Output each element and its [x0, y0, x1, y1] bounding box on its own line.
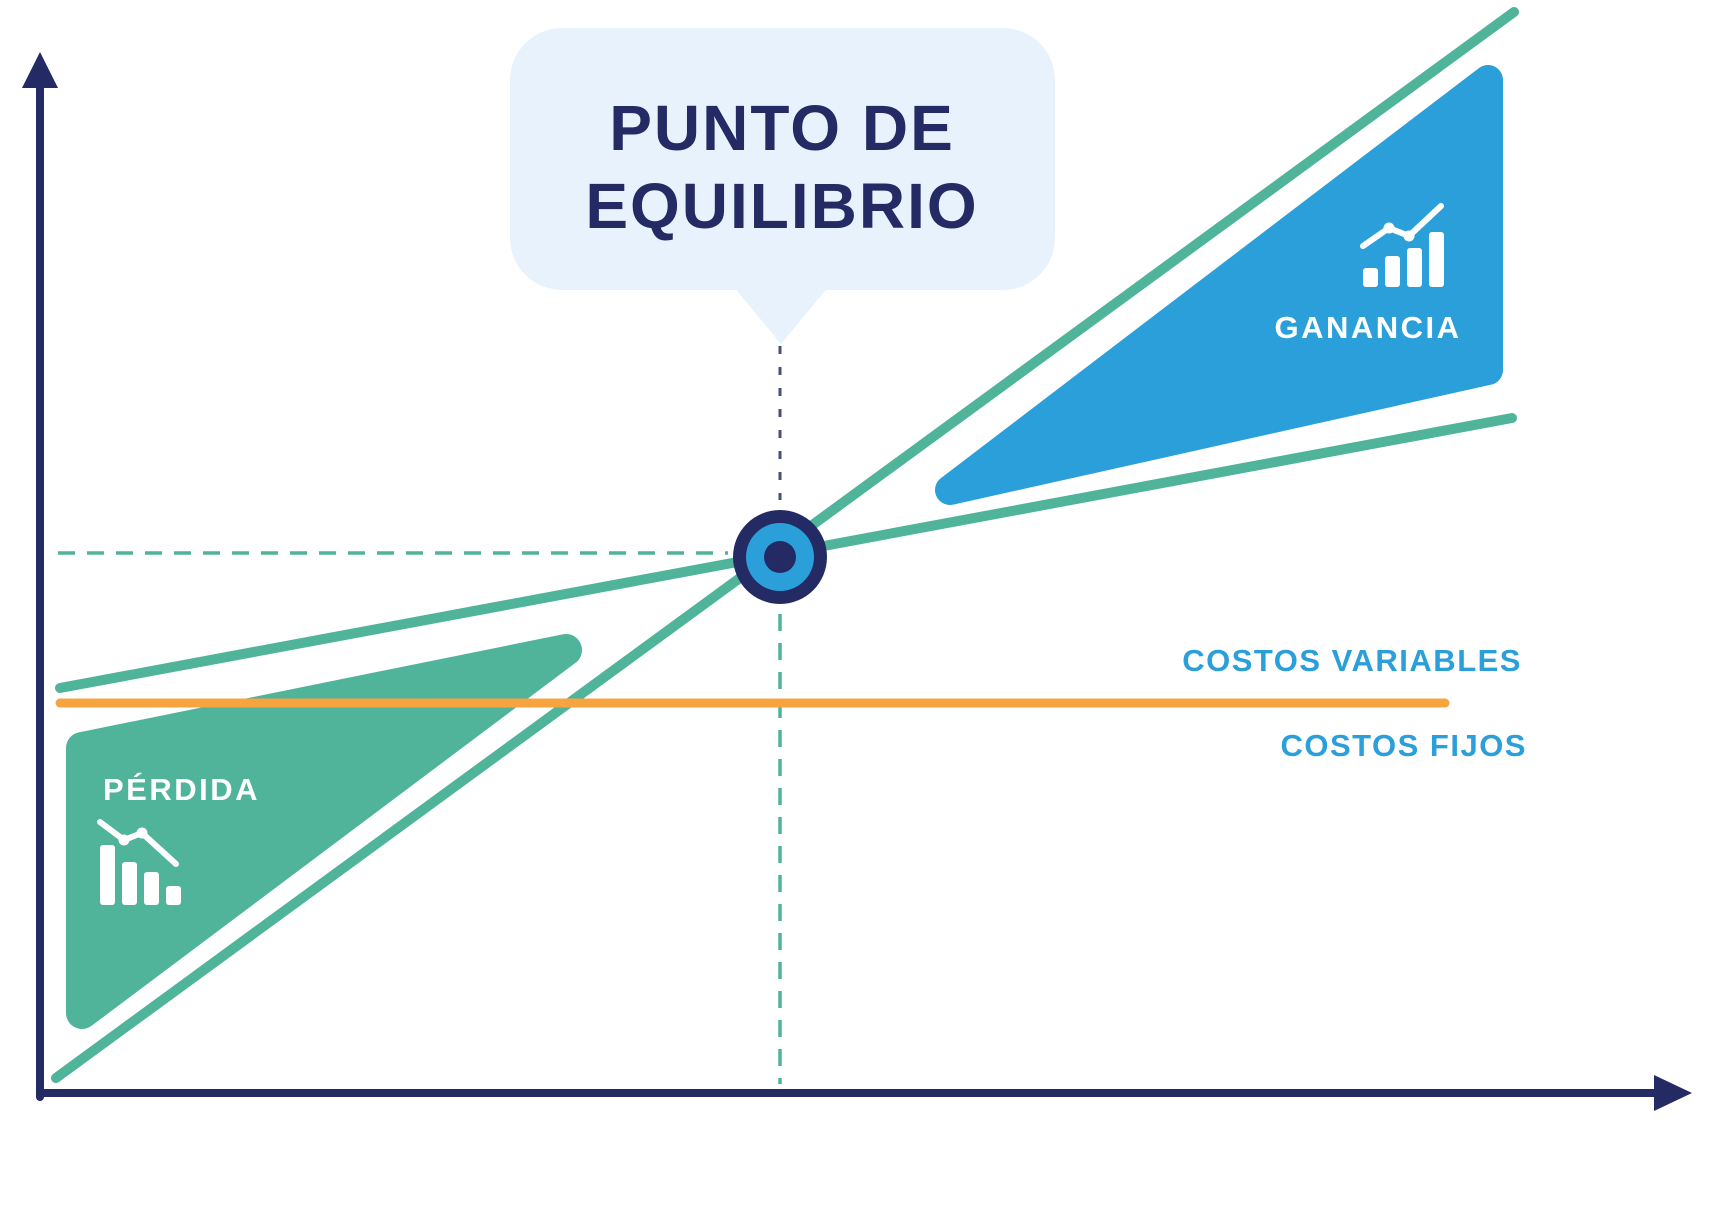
loss-label: PÉRDIDA: [103, 772, 260, 807]
profit-area: GANANCIA: [935, 65, 1503, 505]
x-axis: [36, 1075, 1692, 1111]
speech-bubble-tail: [733, 286, 829, 344]
bar-chart-down-icon: [97, 819, 181, 905]
arrow-right-icon: [1654, 1075, 1692, 1111]
breakeven-point: [733, 510, 827, 604]
breakeven-center-dot: [764, 541, 796, 573]
bar-chart-up-icon: [1360, 203, 1444, 287]
speech-bubble: PUNTO DE EQUILIBRIO: [510, 28, 1055, 344]
page-title-line1: PUNTO DE: [609, 92, 955, 164]
arrow-up-icon: [22, 52, 58, 88]
y-axis: [22, 52, 58, 1101]
costos-fijos-label: COSTOS FIJOS: [1280, 728, 1527, 763]
page-title-line2: EQUILIBRIO: [585, 170, 978, 242]
costos-variables-label: COSTOS VARIABLES: [1182, 643, 1522, 678]
speech-bubble-body: [510, 28, 1055, 290]
profit-label: GANANCIA: [1274, 310, 1461, 345]
